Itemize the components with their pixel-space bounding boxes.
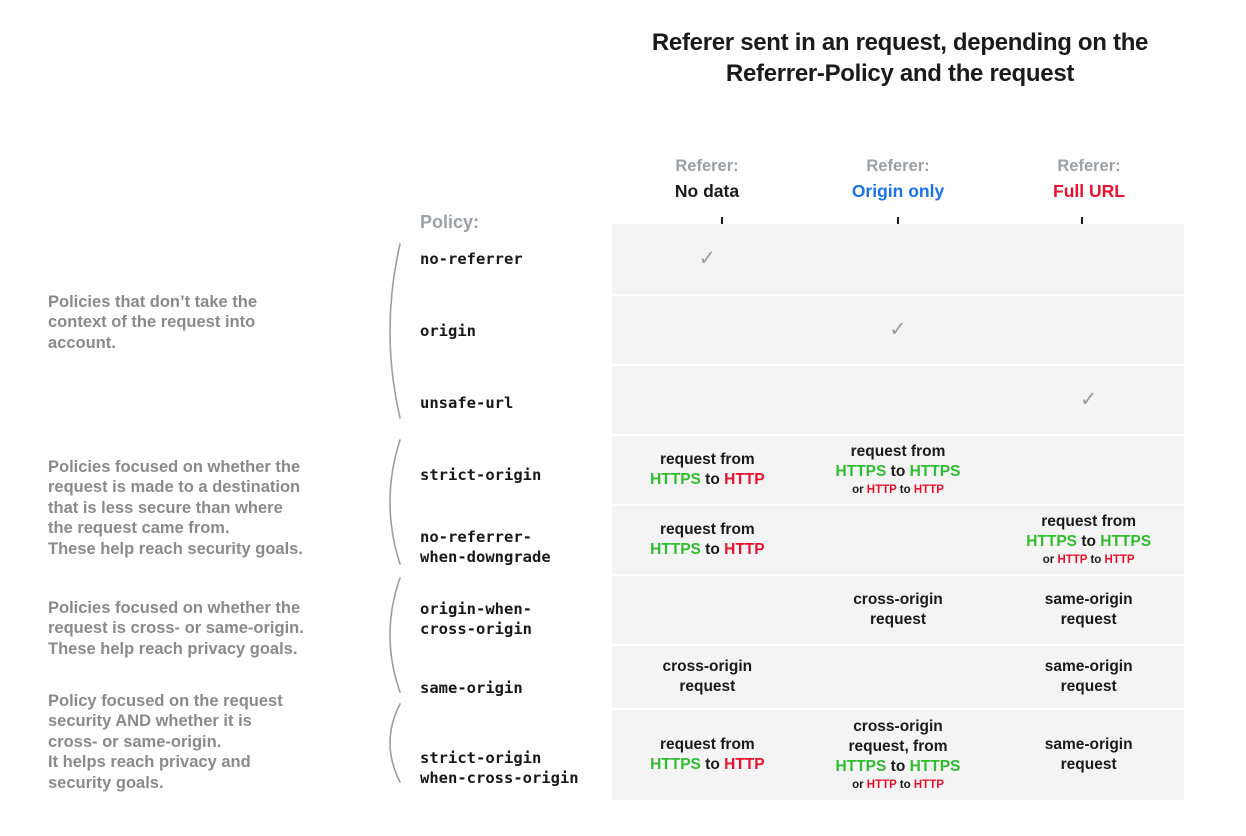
policy-name-same-origin: same-origin [420, 679, 523, 697]
table-cell-empty [993, 296, 1184, 364]
table-cell-empty [612, 296, 803, 364]
table-cell-empty [803, 506, 994, 574]
group-bracket-privacy-and-security [389, 703, 401, 783]
table-cell-empty [803, 224, 994, 294]
policy-name-strict-origin-when-cross-origin: strict-origin when-cross-origin [420, 749, 579, 788]
group-description-security: Policies focused on whether the request … [48, 458, 303, 558]
group-description-privacy-and-security: Policy focused on the request security A… [48, 692, 283, 792]
table-cell-empty [612, 366, 803, 434]
table-cell-empty [803, 366, 994, 434]
table-cell-empty [803, 646, 994, 708]
group-bracket-privacy [389, 577, 401, 693]
table-row: ✓ [612, 294, 1184, 364]
checkmark-icon: ✓ [889, 317, 907, 341]
column-header-label: Referer: [675, 157, 739, 175]
policy-name-unsafe-url: unsafe-url [420, 394, 514, 412]
policy-column-caption: Policy: [420, 212, 480, 232]
group-description-privacy: Policies focused on whether the request … [48, 599, 304, 658]
column-header-no-data: Referer: No data [612, 155, 802, 204]
policy-name-origin-when--cross-origin: origin-when- cross-origin [420, 600, 532, 639]
table-cell-empty [993, 436, 1184, 504]
group-bracket-security [389, 439, 401, 565]
table-cell-empty [612, 576, 803, 644]
table-row: ✓ [612, 224, 1184, 294]
column-headers: Referer: No data Referer: Origin only Re… [612, 155, 1184, 230]
column-tick-no-data [721, 217, 723, 230]
column-header-value: Full URL [1053, 180, 1125, 201]
policy-name-no-referrer--when-downgrade: no-referrer- when-downgrade [420, 528, 551, 567]
checkmark-icon: ✓ [698, 246, 717, 270]
table-cell-empty [993, 224, 1184, 294]
group-description-context-independent: Policies that don’t take the context of … [48, 293, 258, 352]
table-row: ✓ [612, 364, 1184, 434]
column-header-label: Referer: [866, 157, 930, 175]
column-header-label: Referer: [1057, 157, 1121, 175]
column-header-origin-only: Referer: Origin only [803, 155, 993, 204]
policy-name-origin: origin [420, 322, 476, 340]
group-bracket-context-independent [389, 243, 401, 419]
column-header-full-url: Referer: Full URL [994, 155, 1184, 204]
column-header-value: No data [674, 180, 740, 201]
column-header-value: Origin only [851, 180, 945, 201]
column-tick-full-url [1081, 217, 1083, 230]
checkmark-icon: ✓ [1079, 387, 1098, 411]
policy-name-strict-origin: strict-origin [420, 466, 542, 484]
policy-name-no-referrer: no-referrer [420, 250, 523, 268]
page-title: Referer sent in an request, depending on… [651, 29, 1149, 87]
column-tick-origin-only [897, 217, 899, 230]
